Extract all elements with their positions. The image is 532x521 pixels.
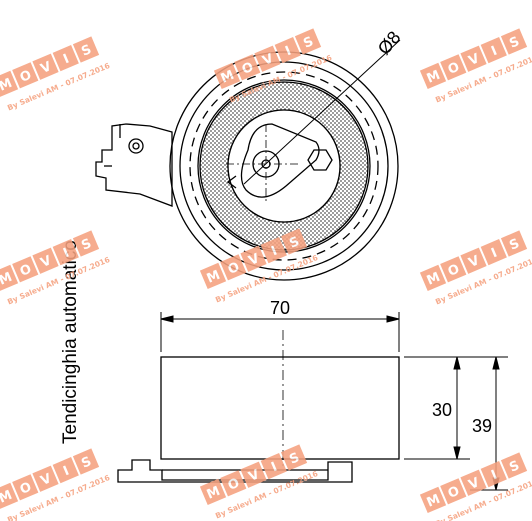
watermark-letter-box — [0, 482, 19, 510]
watermark-letter-box — [52, 457, 79, 484]
watermark-letter-box — [280, 444, 308, 471]
width-dimension — [160, 312, 400, 352]
bore-diameter-label: Ø8 — [374, 27, 405, 58]
watermark-letter-box — [52, 239, 79, 266]
watermark-letter: M — [425, 270, 443, 289]
eccentric-lever — [240, 123, 320, 198]
watermark-letter-box — [0, 264, 19, 292]
watermark-letter: M — [205, 268, 223, 287]
watermark-letter: I — [269, 460, 279, 476]
watermark-letter-box — [12, 474, 39, 501]
watermark-letter-box — [254, 45, 281, 72]
watermark-letter-box — [280, 228, 308, 255]
inner-height-label: 30 — [432, 400, 452, 420]
watermark-letter-box — [260, 453, 287, 480]
watermark-letter-box — [72, 230, 100, 257]
watermark-letter-box — [220, 470, 247, 497]
tensioner-front-view — [95, 39, 401, 281]
watermark-letter-box — [234, 54, 261, 81]
watermark-letter-box — [52, 45, 79, 72]
total-height-label: 39 — [472, 416, 492, 436]
watermark-letter-box — [199, 478, 227, 506]
watermark-letter-box — [480, 239, 507, 266]
tensioner-side-view — [117, 330, 400, 483]
watermark-letter-box — [294, 28, 322, 55]
watermark-letter: O — [446, 60, 462, 78]
hex-bolt — [307, 149, 333, 171]
watermark-letter: I — [489, 468, 499, 484]
watermark-letter: O — [226, 260, 242, 278]
watermark-letter-box — [12, 256, 39, 283]
watermark-letter-box — [32, 53, 59, 80]
watermark-letter: M — [425, 68, 443, 87]
diameter-leader-line — [243, 39, 401, 185]
watermark-letter-box — [274, 37, 301, 64]
width-label: 70 — [270, 298, 290, 318]
watermark-letter-box — [480, 37, 507, 64]
part-title-vertical: Tendicinghia automatico — [60, 240, 81, 444]
base-bracket-side — [117, 459, 353, 483]
watermark-letter-box — [500, 28, 528, 55]
watermark-letter-box — [199, 262, 227, 290]
mounting-bracket — [95, 123, 173, 207]
watermark-letter-box — [12, 62, 39, 89]
watermark-letter-box — [440, 54, 467, 81]
watermark-letter-box — [460, 469, 487, 496]
watermark-letter-box — [480, 461, 507, 488]
watermark-letter-box — [460, 45, 487, 72]
watermark-letter-box — [500, 452, 528, 479]
watermark-letter-box — [460, 247, 487, 274]
watermark-letter: O — [18, 262, 34, 280]
watermark-letter-box — [213, 62, 241, 90]
watermark-letter-box — [72, 448, 100, 475]
watermark-letter: O — [446, 484, 462, 502]
watermark-letter-box — [440, 256, 467, 283]
watermark-letter: I — [61, 246, 71, 262]
watermark-letter: M — [205, 484, 223, 503]
inner-height-dimension — [404, 356, 470, 460]
watermark-letter-box — [240, 461, 267, 488]
watermark-letter: I — [489, 246, 499, 262]
watermark-letter-box — [419, 264, 447, 292]
pulley-body-side — [160, 356, 400, 460]
watermark-letter: I — [489, 44, 499, 60]
watermark-letter: O — [18, 68, 34, 86]
watermark-letter: I — [61, 52, 71, 68]
bracket-hole — [128, 138, 144, 154]
watermark-letter: O — [446, 262, 462, 280]
watermark-letter-box — [440, 478, 467, 505]
watermark-letter-box — [32, 247, 59, 274]
watermark-letter-box — [220, 254, 247, 281]
watermark-letter: I — [269, 244, 279, 260]
watermark-letter-box — [419, 62, 447, 90]
watermark-letter-box — [419, 486, 447, 514]
watermark-letter: M — [425, 492, 443, 511]
watermark-letter-box — [72, 36, 100, 63]
watermark-letter-box — [500, 230, 528, 257]
watermark-letter: M — [219, 68, 237, 87]
watermark-letter: I — [61, 464, 71, 480]
watermark-letter: O — [18, 480, 34, 498]
watermark-letter-box — [0, 70, 19, 98]
watermark-letter: O — [226, 476, 242, 494]
watermark-letter: I — [283, 44, 293, 60]
watermark-letter-box — [260, 237, 287, 264]
watermark-letter-box — [32, 465, 59, 492]
watermark-letter: O — [240, 60, 256, 78]
watermark-letter-box — [240, 245, 267, 272]
